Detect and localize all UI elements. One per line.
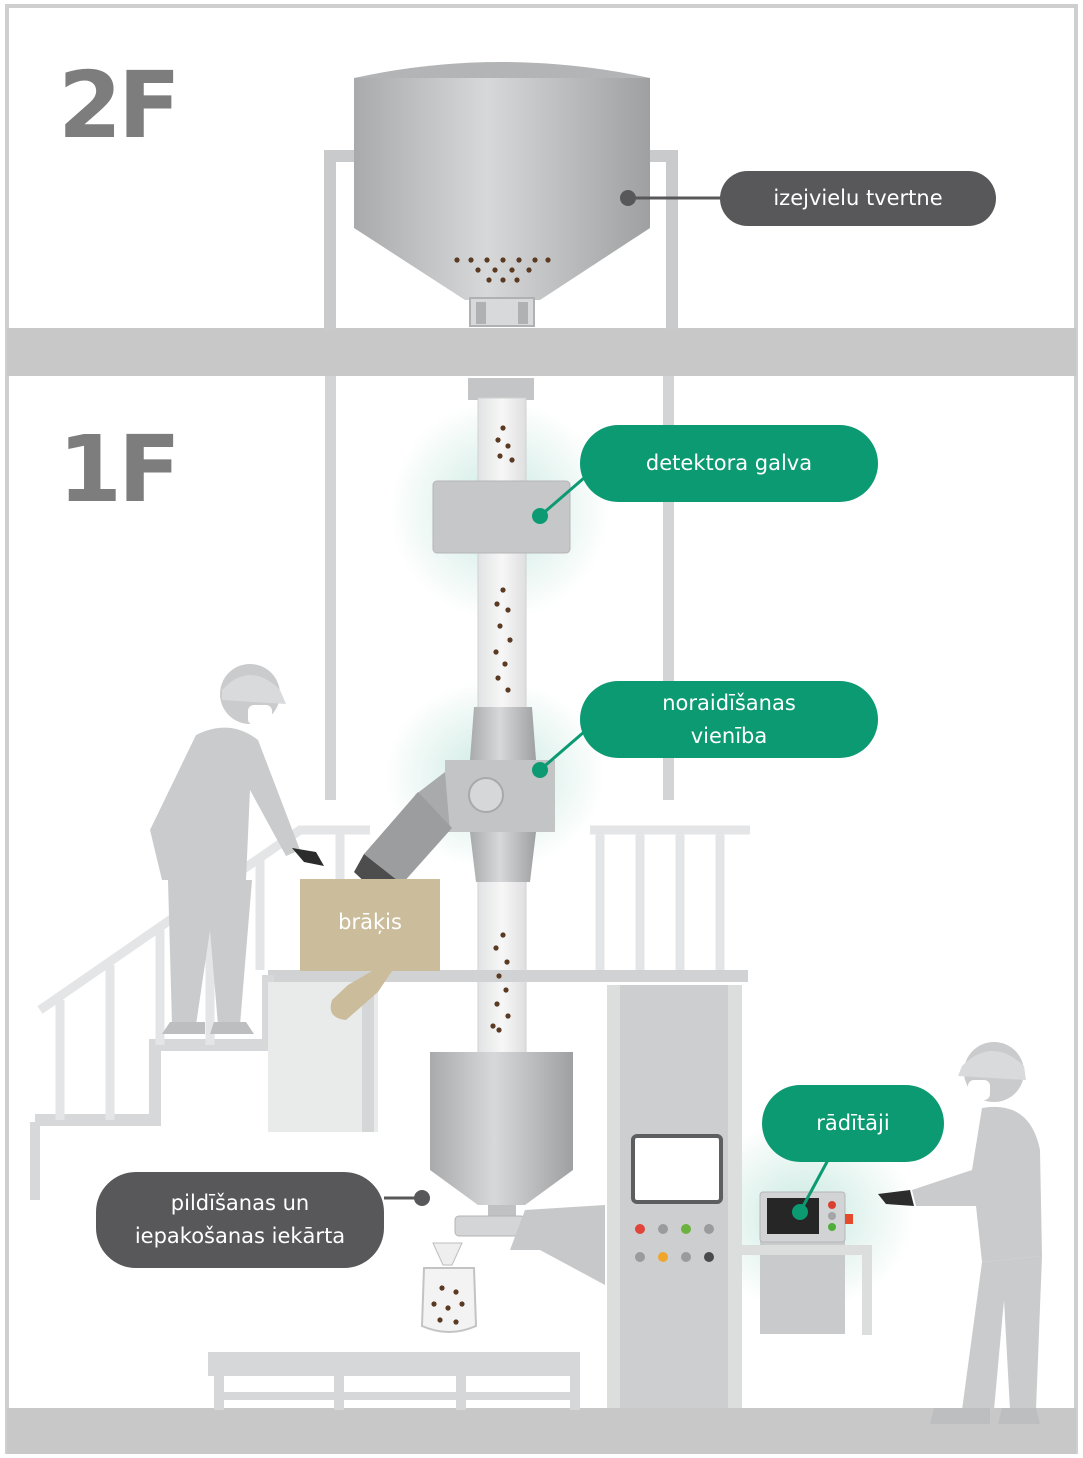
callout-indicators: rādītāji (762, 1085, 944, 1162)
callout-rejection-unit: noraidīšanas vienība (580, 681, 878, 758)
leader-lines-green (532, 476, 830, 1220)
worker-figure-icon (878, 1042, 1042, 1424)
railings (37, 825, 750, 1120)
particles (431, 257, 551, 1325)
reject-box (300, 879, 440, 1020)
raw-material-tank (354, 62, 650, 327)
support-columns (325, 376, 674, 800)
rejection-valve-icon (354, 707, 555, 900)
product-tube (468, 378, 534, 1056)
reject-box-label: brāķis (338, 910, 402, 934)
callout-raw-material-tank: izejvielu tvertne (720, 171, 996, 226)
floor-label-2f: 2F (58, 52, 181, 159)
detector-head-icon (432, 480, 571, 554)
callout-detector-head: detektora galva (580, 425, 878, 502)
filling-machine (420, 1052, 605, 1333)
worker-figure-icon (150, 664, 324, 1034)
conveyor (208, 1352, 580, 1410)
indicator-unit (740, 1191, 872, 1335)
leader-lines-dark (384, 190, 722, 1206)
control-panel-icon (607, 985, 742, 1408)
callout-filling-machine: pildīšanas un iepakošanas iekārta (96, 1172, 384, 1268)
ground-floor (7, 1408, 1076, 1454)
floor-label-1f: 1F (58, 416, 181, 523)
floor-slab (7, 328, 1076, 376)
